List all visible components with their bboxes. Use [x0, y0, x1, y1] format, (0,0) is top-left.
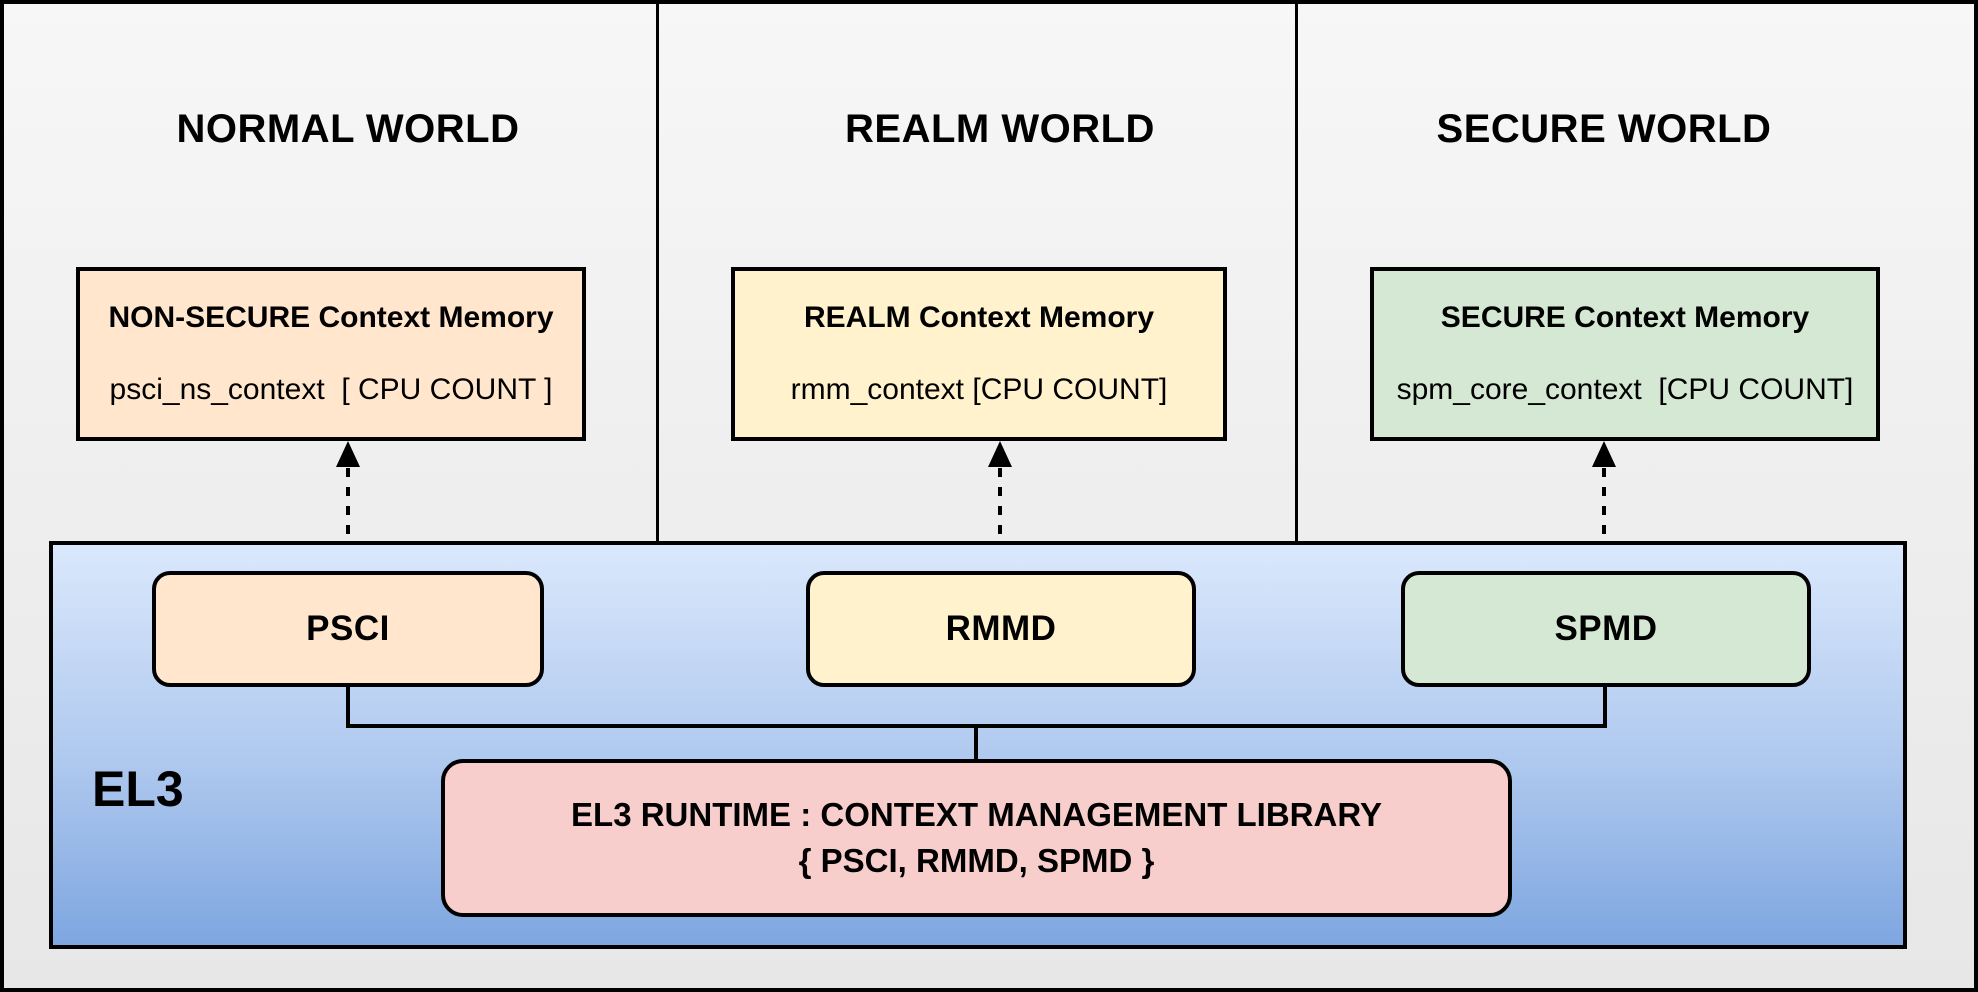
secure-world-title: SECURE WORLD [1436, 107, 1772, 151]
realm-context-memory-box: REALM Context Memory rmm_context [CPU CO… [731, 267, 1227, 441]
spmd-label: SPMD [1554, 609, 1658, 648]
connector-psci-drop [346, 687, 350, 728]
el3-runtime-line1: EL3 RUNTIME : CONTEXT MANAGEMENT LIBRARY [571, 796, 1382, 833]
secure-context-memory-title: SECURE Context Memory [1440, 301, 1810, 334]
rmmd-label: RMMD [945, 609, 1057, 648]
arrow-up-icon [1592, 441, 1616, 467]
world-divider-normal-realm [656, 4, 659, 541]
non-secure-context-memory-box: NON-SECURE Context Memory psci_ns_contex… [76, 267, 586, 441]
arrow-up-icon [336, 441, 360, 467]
el3-runtime-library-box: EL3 RUNTIME : CONTEXT MANAGEMENT LIBRARY… [441, 759, 1512, 917]
secure-context-memory-code: spm_core_context [CPU COUNT] [1396, 373, 1854, 406]
dashed-line [998, 468, 1002, 544]
el3-runtime-line2: { PSCI, RMMD, SPMD } [798, 842, 1155, 879]
el3-label: EL3 [92, 761, 184, 817]
connector-spmd-drop [1603, 687, 1607, 728]
psci-label: PSCI [306, 609, 390, 648]
realm-context-memory-code: rmm_context [CPU COUNT] [790, 373, 1168, 406]
connector-runtime-drop [974, 724, 978, 762]
world-divider-realm-secure [1295, 4, 1298, 541]
dashed-line [346, 468, 350, 544]
realm-context-memory-title: REALM Context Memory [803, 301, 1155, 334]
secure-context-memory-box: SECURE Context Memory spm_core_context [… [1370, 267, 1880, 441]
psci-box: PSCI [152, 571, 544, 687]
arrow-up-icon [988, 441, 1012, 467]
rmmd-box: RMMD [806, 571, 1196, 687]
realm-world-title: REALM WORLD [845, 107, 1155, 151]
non-secure-context-memory-title: NON-SECURE Context Memory [108, 301, 554, 334]
dashed-line [1602, 468, 1606, 544]
normal-world-title: NORMAL WORLD [176, 107, 520, 151]
non-secure-context-memory-code: psci_ns_context [ CPU COUNT ] [109, 373, 553, 406]
spmd-box: SPMD [1401, 571, 1811, 687]
